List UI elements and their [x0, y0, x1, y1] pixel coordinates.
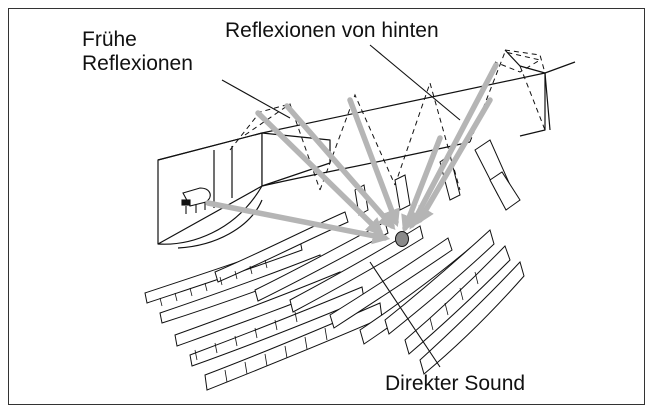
direct-sound-arrow: [205, 200, 391, 245]
audience-seating: [144, 139, 525, 391]
sound-arrows: [205, 62, 499, 245]
hall-structure: [157, 49, 576, 249]
early-reflection-arrow: [284, 103, 396, 230]
rear-reflection-arrow: [417, 97, 493, 225]
early-reflections-label-line2: Reflexionen: [82, 52, 193, 75]
direct-sound-label: Direkter Sound: [385, 372, 526, 395]
rear-reflections-label: Reflexionen von hinten: [225, 19, 439, 42]
early-reflection-arrow: [347, 97, 400, 227]
early-reflection-arrow: [255, 110, 384, 236]
early-reflections-label: Frühe Reflexionen: [82, 28, 193, 76]
seat-back-details: [159, 259, 479, 383]
early-reflections-label-line1: Frühe: [82, 28, 137, 51]
grand-piano-icon: [181, 187, 211, 214]
listener-marker: [395, 231, 409, 247]
rear-reflection-arrow: [409, 62, 499, 230]
label-leader-lines: [221, 44, 461, 368]
